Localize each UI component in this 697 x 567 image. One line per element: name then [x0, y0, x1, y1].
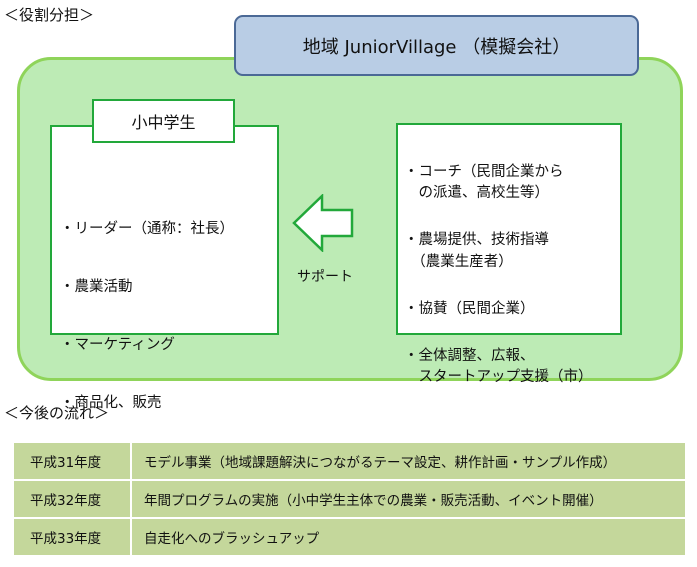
table-row: 平成32年度年間プログラムの実施（小中学生主体での農業・販売活動、イベント開催） — [12, 479, 687, 519]
plan-cell: 年間プログラムの実施（小中学生主体での農業・販売活動、イベント開催） — [130, 479, 687, 519]
table-row: 平成33年度自走化へのブラッシュアップ — [12, 517, 687, 557]
company-title-box: 地域 JuniorVillage （模擬会社） — [234, 15, 639, 76]
supporters-list: ・コーチ（民間企業から の派遣、高校生等） ・農場提供、技術指導 （農業生産者）… — [404, 140, 593, 410]
students-label: 小中学生 — [92, 99, 235, 143]
list-item: ・農場提供、技術指導 （農業生産者） — [404, 232, 549, 270]
year-cell: 平成33年度 — [12, 517, 132, 557]
schedule-table: 平成31年度モデル事業（地域課題解決につながるテーマ設定、耕作計画・サンプル作成… — [12, 441, 687, 557]
support-label: サポート — [297, 269, 353, 285]
supporters-box — [396, 123, 622, 335]
left-arrow-icon — [292, 194, 354, 252]
table-row: 平成31年度モデル事業（地域課題解決につながるテーマ設定、耕作計画・サンプル作成… — [12, 441, 687, 481]
list-item: ・リーダー（通称：社長） — [60, 221, 234, 237]
list-item: ・協賛（民間企業） — [404, 300, 535, 317]
roles-heading: ＜役割分担＞ — [4, 6, 95, 24]
year-cell: 平成31年度 — [12, 441, 132, 481]
plan-cell: モデル事業（地域課題解決につながるテーマ設定、耕作計画・サンプル作成） — [130, 441, 687, 481]
plan-cell: 自走化へのブラッシュアップ — [130, 517, 687, 557]
students-box — [50, 125, 279, 335]
year-cell: 平成32年度 — [12, 479, 132, 519]
list-item: ・コーチ（民間企業から の派遣、高校生等） — [404, 163, 564, 202]
flow-heading: ＜今後の流れ＞ — [4, 404, 110, 422]
list-item: ・全体調整、広報、 スタートアップ支援（市） — [404, 347, 593, 386]
list-item: ・マーケティング — [60, 337, 175, 353]
list-item: ・商品化、販売 — [60, 395, 162, 411]
students-roles-list: ・リーダー（通称：社長） ・農業活動 ・マーケティング ・商品化、販売 — [60, 186, 234, 447]
list-item: ・農業活動 — [60, 279, 133, 295]
